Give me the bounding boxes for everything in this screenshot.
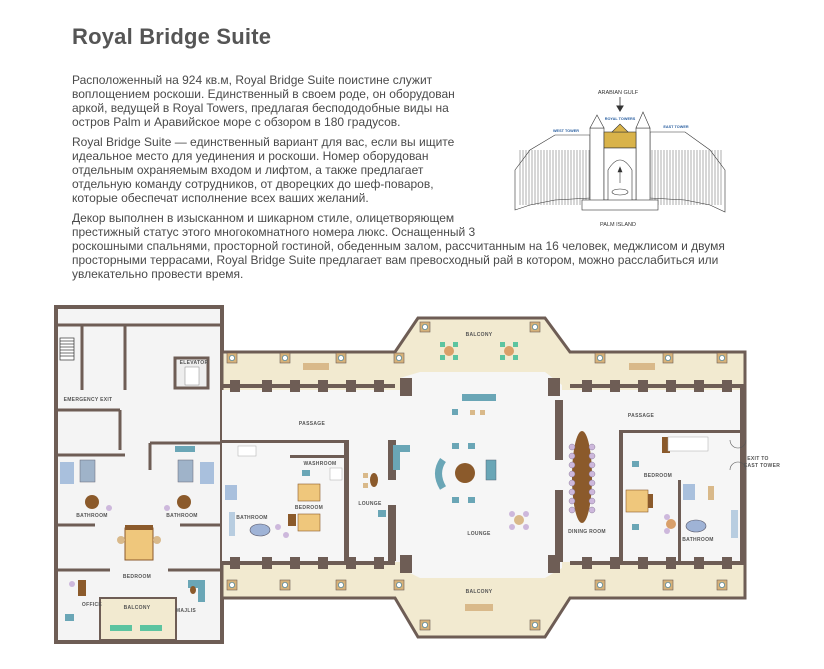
dining-chair: [588, 470, 596, 478]
column-icon: [662, 579, 674, 591]
room-label-lounge-2: LOUNGE: [467, 531, 491, 537]
octagon-floor: [400, 372, 562, 578]
room-label-bedroom-1: BEDROOM: [123, 574, 151, 580]
dining-table: [568, 431, 596, 523]
wall-pier: [582, 557, 592, 569]
terrace-columns: [226, 321, 728, 631]
room-label-washroom: WASHROOM: [304, 461, 337, 467]
lounge-furniture: [303, 342, 655, 611]
room-label-lounge-1: LOUNGE: [358, 501, 382, 507]
wall-pier: [318, 557, 328, 569]
dining-chair: [588, 479, 596, 487]
mid-suite-furniture: [225, 445, 343, 538]
column-icon: [419, 321, 431, 333]
wall-pier: [638, 380, 648, 392]
description-text: Расположенный на 924 кв.м, Royal Bridge …: [72, 73, 732, 287]
column-icon: [393, 579, 405, 591]
room-label-bathroom-2: BATHROOM: [166, 513, 197, 519]
wall-pier: [666, 380, 676, 392]
room-label-balcony-west: BALCONY: [124, 605, 151, 611]
dining-chair: [588, 497, 596, 505]
column-icon: [226, 352, 238, 364]
wall-pier: [694, 380, 704, 392]
column-icon: [226, 579, 238, 591]
page-title: Royal Bridge Suite: [72, 24, 272, 49]
wall-pier: [666, 557, 676, 569]
dining-chair: [588, 488, 596, 496]
wall-pier: [694, 557, 704, 569]
room-label-bedroom-2: BEDROOM: [295, 505, 323, 511]
dining-chair: [568, 497, 576, 505]
column-icon: [716, 352, 728, 364]
exit-label-line2: EAST TOWER: [744, 463, 780, 469]
room-label-balcony-south: BALCONY: [466, 589, 493, 595]
wall-pier: [610, 557, 620, 569]
wall-pier: [722, 557, 732, 569]
wall-pier: [346, 557, 356, 569]
column-icon: [335, 352, 347, 364]
column-icon: [529, 321, 541, 333]
wall-pier: [374, 380, 384, 392]
wall-pier: [262, 557, 272, 569]
wall-pier: [290, 380, 300, 392]
dining-chair: [588, 452, 596, 460]
column-icon: [529, 619, 541, 631]
wall-pier: [610, 380, 620, 392]
privacy-paragraph: Royal Bridge Suite — единственный вариан…: [72, 135, 455, 205]
column-icon: [335, 579, 347, 591]
column-icon: [279, 579, 291, 591]
room-label-emergency-exit: EMERGENCY EXIT: [64, 397, 113, 403]
wall-pier: [582, 380, 592, 392]
east-suite-furniture: [625, 436, 738, 538]
room-label-balcony-north: BALCONY: [466, 332, 493, 338]
wall-pier: [290, 557, 300, 569]
left-wing-furniture: [60, 366, 214, 631]
dining-chair: [568, 470, 576, 478]
room-label-passage-east: PASSAGE: [628, 413, 655, 419]
room-label-bathroom-3: BATHROOM: [236, 515, 267, 521]
dining-chair: [588, 443, 596, 451]
dining-chair: [568, 506, 576, 514]
room-label-bathroom-4: BATHROOM: [682, 537, 713, 543]
wall-pier: [722, 380, 732, 392]
wall-pier: [230, 380, 240, 392]
dining-chair: [568, 443, 576, 451]
room-label-passage-west: PASSAGE: [299, 421, 326, 427]
column-icon: [662, 352, 674, 364]
room-label-bedroom-3: BEDROOM: [644, 473, 672, 479]
exit-label-line1: EXIT TO: [747, 456, 768, 462]
decor-paragraph: Декор выполнен в изысканном и шикарном с…: [72, 211, 725, 281]
column-icon: [594, 579, 606, 591]
wall-pier: [638, 557, 648, 569]
dining-chair: [588, 461, 596, 469]
column-icon: [393, 352, 405, 364]
wall-pier: [346, 380, 356, 392]
dining-chair: [568, 479, 576, 487]
dining-chair: [568, 452, 576, 460]
column-icon: [279, 352, 291, 364]
intro-paragraph: Расположенный на 924 кв.м, Royal Bridge …: [72, 73, 455, 129]
stairs-icon: [59, 337, 75, 361]
room-label-dining-room: DINING ROOM: [568, 529, 606, 535]
column-icon: [716, 579, 728, 591]
dining-chair: [568, 461, 576, 469]
corridor-walls: [222, 378, 745, 573]
column-icon: [419, 619, 431, 631]
room-label-office: OFFICE: [82, 602, 102, 608]
wall-pier: [374, 557, 384, 569]
east-tower-exit-door[interactable]: [729, 439, 747, 471]
room-label-elevator: ELEVATOR: [180, 360, 209, 366]
wall-pier: [318, 380, 328, 392]
room-label-majlis: MAJLIS: [176, 608, 196, 614]
dining-chair: [568, 488, 576, 496]
column-icon: [594, 352, 606, 364]
wall-pier: [262, 380, 272, 392]
wall-pier: [230, 557, 240, 569]
room-label-bathroom-1: BATHROOM: [76, 513, 107, 519]
dining-chair: [588, 506, 596, 514]
left-balcony-area: [99, 597, 177, 641]
